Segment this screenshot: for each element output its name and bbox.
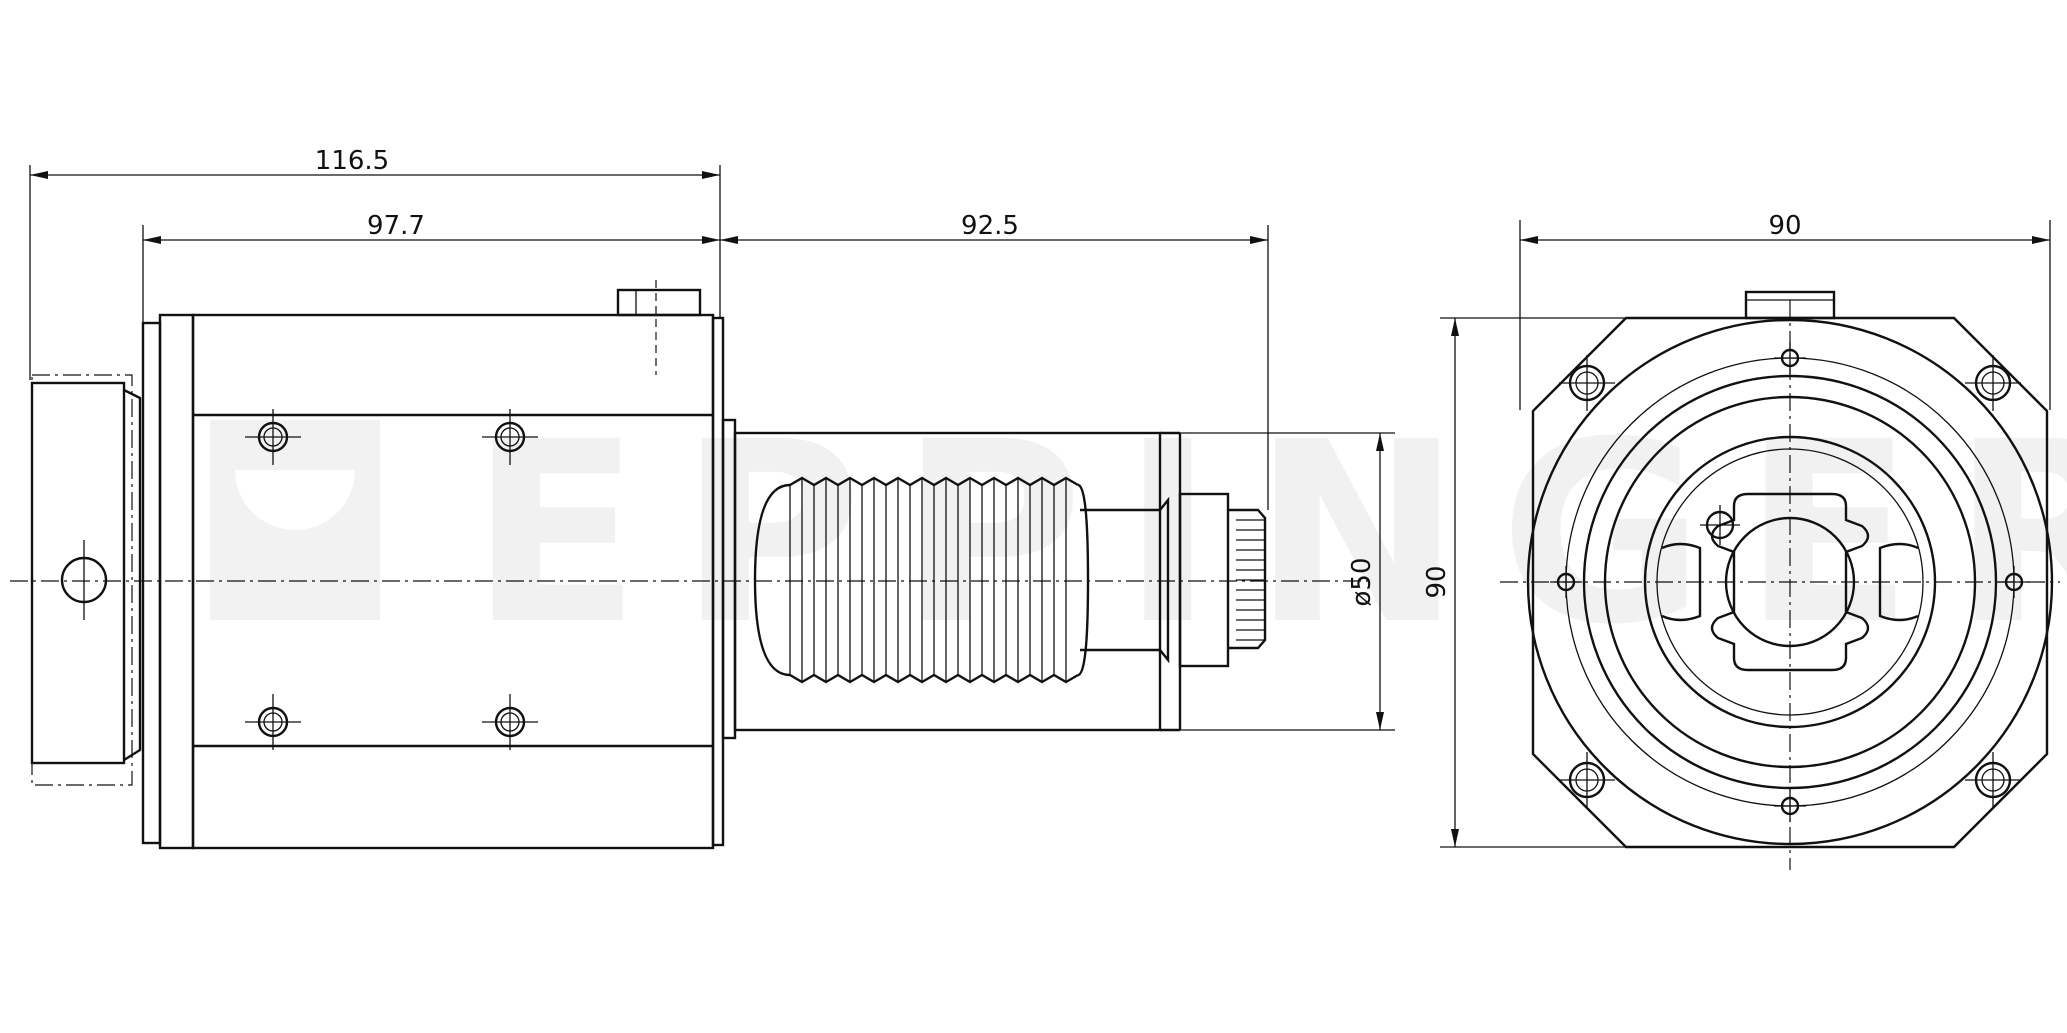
- nose-section: [1080, 496, 1170, 664]
- nose-collar: [1178, 492, 1230, 668]
- spline-shaft: [1228, 508, 1267, 650]
- side-dimensions: 116.5 97.7 92.5 ø50: [29, 146, 1395, 731]
- dim-body-length: 97.7: [367, 211, 425, 241]
- bellows-end-right: [1077, 483, 1090, 677]
- side-view: [10, 280, 1370, 850]
- arrow-icon: [702, 236, 720, 244]
- left-flange-chamfer: [123, 388, 142, 762]
- left-flange: [30, 381, 126, 765]
- dim-overall-length: 116.5: [315, 146, 389, 176]
- arrow-icon: [143, 236, 161, 244]
- arrow-icon: [720, 236, 738, 244]
- arrow-icon: [1520, 236, 1538, 244]
- arrow-icon: [1250, 236, 1268, 244]
- dim-flange-width: 90: [1768, 211, 1801, 241]
- arrow-icon: [2032, 236, 2050, 244]
- dim-flange-height: 90: [1422, 565, 1452, 598]
- dim-spindle-length: 92.5: [961, 211, 1019, 241]
- watermark-logo-icon: [210, 420, 380, 620]
- housing-bolts: [245, 409, 538, 750]
- front-dimensions: 90 90: [1422, 211, 2051, 848]
- front-view: [1500, 290, 2060, 870]
- arrow-icon: [1376, 433, 1384, 451]
- arrow-icon: [702, 171, 720, 179]
- collar-plate: [141, 321, 162, 845]
- left-flange-outline: [31, 374, 133, 786]
- dim-spindle-diameter: ø50: [1347, 558, 1377, 607]
- chuck-key: [1710, 492, 1870, 672]
- arrow-icon: [30, 171, 48, 179]
- bellows: [753, 476, 1090, 684]
- spline-teeth: [1236, 519, 1265, 641]
- arrow-icon: [1451, 318, 1459, 336]
- top-nipple: [616, 288, 702, 317]
- arrow-icon: [1376, 712, 1384, 730]
- bellows-end-left: [753, 483, 791, 677]
- watermark: EPPINGER: [210, 388, 2067, 679]
- arrow-icon: [1451, 829, 1459, 847]
